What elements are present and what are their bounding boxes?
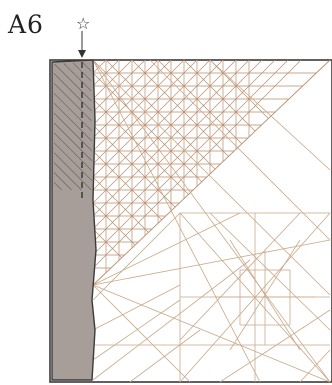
- pointer-arrow-head-icon: [78, 50, 86, 58]
- star-marker-icon: ☆: [76, 14, 90, 33]
- flap-hatching: [54, 62, 92, 190]
